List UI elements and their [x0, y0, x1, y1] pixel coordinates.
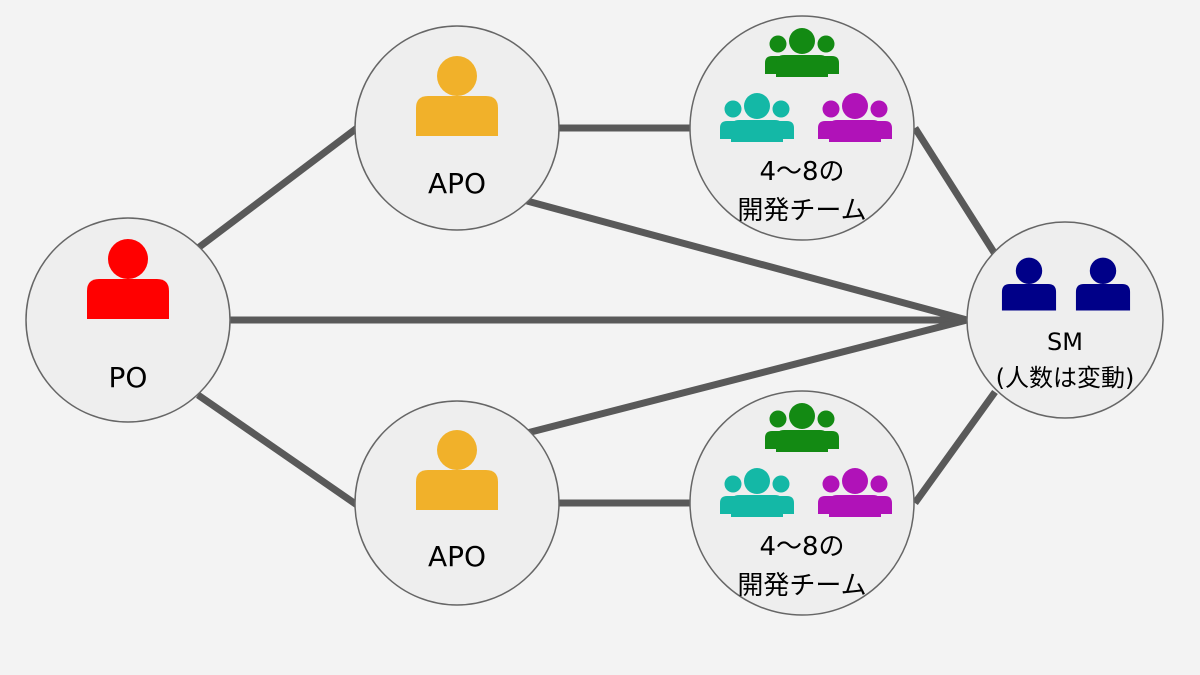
po-node: PO	[25, 217, 231, 423]
edge-apo-top-sm	[526, 197, 968, 324]
team-top-label-line2: 開発チーム	[737, 196, 866, 226]
sm-node: SM (人数は変動)	[966, 221, 1164, 419]
team-top-node: 4〜8の 開発チーム	[689, 15, 915, 241]
team-top-node-circle	[689, 15, 915, 241]
connector-group	[195, 124, 998, 508]
edge-apo-bottom-sm	[526, 316, 968, 437]
apo-bottom-label: APO	[428, 540, 486, 573]
apo-top-label: APO	[428, 167, 486, 200]
edge-team-top-sm	[912, 126, 998, 256]
apo-top-node: APO	[354, 25, 560, 231]
team-bottom-label-line2: 開発チーム	[737, 571, 866, 601]
edge-po-apo-top	[195, 125, 360, 251]
sm-label-line1: SM	[1047, 328, 1083, 356]
edge-po-apo-bottom	[196, 392, 359, 508]
edge-team-bottom-sm	[912, 389, 998, 506]
sm-label-line2: (人数は変動)	[996, 364, 1135, 392]
apo-bottom-node: APO	[354, 400, 560, 606]
team-top-label-line1: 4〜8の	[759, 157, 844, 187]
team-bottom-node: 4〜8の 開発チーム	[689, 390, 915, 616]
team-bottom-label-line1: 4〜8の	[759, 532, 844, 562]
po-node-circle	[25, 217, 231, 423]
team-bottom-node-circle	[689, 390, 915, 616]
po-label: PO	[109, 361, 148, 394]
